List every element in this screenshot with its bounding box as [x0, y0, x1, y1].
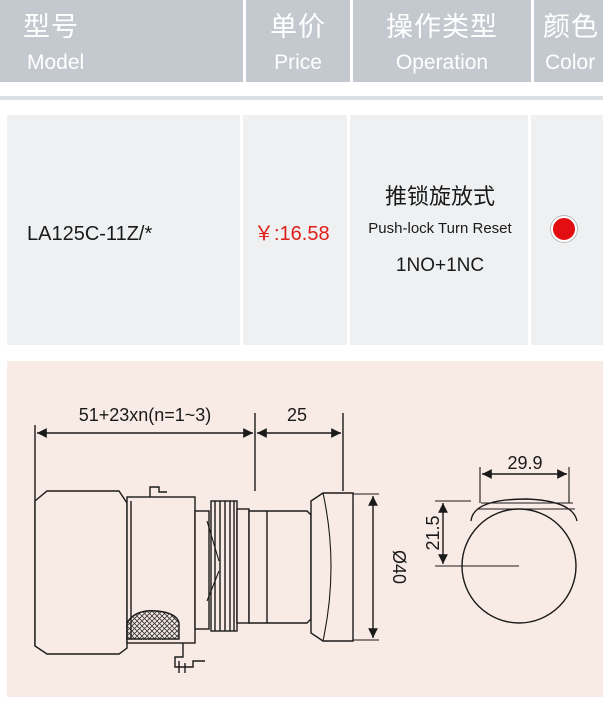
- contact-block-body: [34, 490, 128, 655]
- header-price: 单价 Price: [246, 0, 350, 82]
- price-cell: [243, 115, 347, 345]
- dimension-drawing: 51+23xn(n=1~3) 25 29.9 21.5 Ø40: [7, 361, 603, 697]
- threaded-collar: [210, 500, 238, 632]
- header-color: 颜色 Color: [534, 0, 603, 82]
- header-operation-zh: 操作类型: [386, 12, 498, 43]
- operation-cell: [350, 115, 528, 345]
- header-model: 型号 Model: [0, 0, 243, 82]
- contact-configuration: 1NO+1NC: [395, 255, 485, 276]
- header-model-zh: 型号: [23, 12, 79, 43]
- header-divider: [350, 0, 353, 82]
- dimension-drawing-svg: 51+23xn(n=1~3) 25 29.9 21.5 Ø40: [34, 405, 578, 673]
- header-price-zh: 单价: [270, 12, 326, 43]
- header-operation-en: Operation: [395, 51, 489, 74]
- header-divider: [243, 0, 246, 82]
- mushroom-head: [310, 492, 354, 642]
- header-divider: [531, 0, 534, 82]
- product-price: ￥:16.58: [254, 223, 330, 245]
- button-bezel: [248, 510, 312, 624]
- header-color-zh: 颜色: [543, 12, 599, 43]
- header-operation: 操作类型 Operation: [353, 0, 531, 82]
- knurled-grip: [126, 610, 180, 640]
- color-swatch: [551, 216, 577, 242]
- product-model: LA125C-11Z/*: [27, 223, 153, 245]
- operation-type-en: Push-lock Turn Reset: [368, 220, 512, 237]
- model-cell: [7, 115, 240, 345]
- height-dimension-label: 21.5: [423, 515, 443, 550]
- head-dimension-label: 25: [287, 405, 307, 425]
- width-dimension-label: 29.9: [507, 453, 542, 473]
- operation-type-zh: 推锁旋放式: [384, 185, 495, 210]
- header-price-en: Price: [274, 51, 322, 74]
- front-view-top: [470, 498, 578, 522]
- header-color-en: Color: [545, 51, 596, 74]
- section-divider: [0, 96, 603, 100]
- diameter-dimension-label: Ø40: [389, 550, 409, 584]
- length-dimension-label: 51+23xn(n=1~3): [79, 405, 212, 425]
- spec-table-header: 型号 Model 单价 Price 操作类型 Operation 颜色 Colo…: [0, 0, 603, 82]
- header-model-en: Model: [27, 51, 85, 74]
